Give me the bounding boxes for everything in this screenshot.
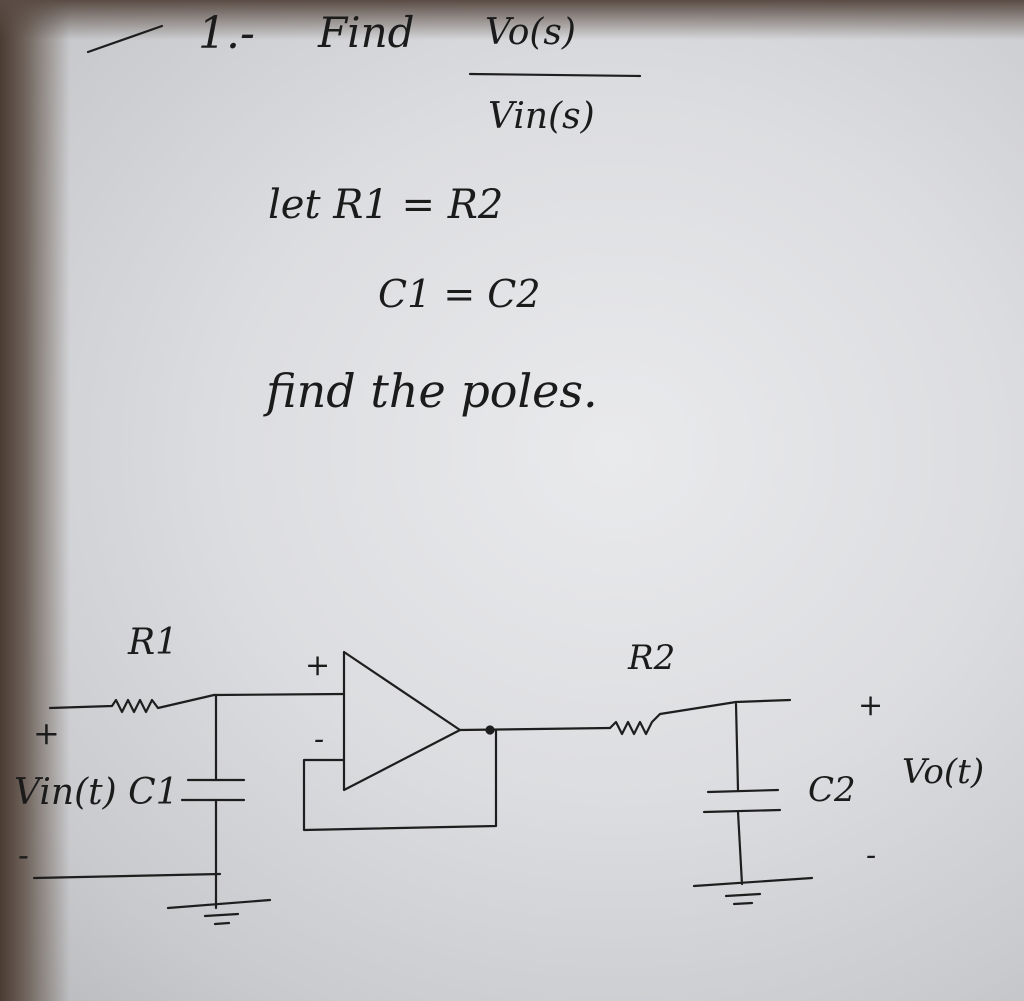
transfer-numerator: Vo(s) xyxy=(485,12,576,53)
problem-number: 1.- xyxy=(198,8,255,59)
c2-top-wire xyxy=(734,702,740,792)
table-edge xyxy=(0,0,70,1001)
output-top-wire xyxy=(734,698,792,704)
output-plus-label: + xyxy=(858,688,884,723)
vin-c1-label: Vin(t) C1 xyxy=(14,772,179,813)
c2-plate-bottom xyxy=(702,808,782,814)
fraction-bar xyxy=(468,72,642,78)
ground-right xyxy=(724,892,762,906)
c2-bottom-wire xyxy=(736,810,744,886)
opamp-plus-label: + xyxy=(305,648,331,683)
output-bottom-wire xyxy=(692,876,814,888)
c2-plate-top xyxy=(706,788,780,794)
input-plus-label: + xyxy=(33,714,60,752)
top-shadow xyxy=(0,0,1024,40)
r1-resistor xyxy=(48,693,216,714)
opamp-triangle xyxy=(342,650,462,792)
opamp-output-wire xyxy=(458,726,612,732)
wire-node-opamp xyxy=(212,692,346,697)
output-node xyxy=(485,725,495,735)
input-minus-label: - xyxy=(18,836,29,874)
opamp-minus-label: - xyxy=(314,722,325,757)
vo-label: Vo(t) xyxy=(902,752,985,792)
find-heading: Find xyxy=(318,8,415,57)
feedback-wire xyxy=(302,728,498,832)
ground-left xyxy=(166,898,272,926)
condition-resistors: let R1 = R2 xyxy=(268,182,504,228)
condition-capacitors: C1 = C2 xyxy=(378,272,541,316)
output-minus-label: - xyxy=(866,838,877,873)
r1-label: R1 xyxy=(128,622,179,663)
r2-label: R2 xyxy=(628,638,676,678)
c2-label: C2 xyxy=(808,770,856,810)
transfer-denominator: Vin(s) xyxy=(488,96,595,137)
r2-resistor xyxy=(608,700,738,736)
pen-mark xyxy=(86,24,164,54)
input-bottom-wire xyxy=(32,872,222,880)
find-poles-instruction: find the poles. xyxy=(266,364,598,418)
